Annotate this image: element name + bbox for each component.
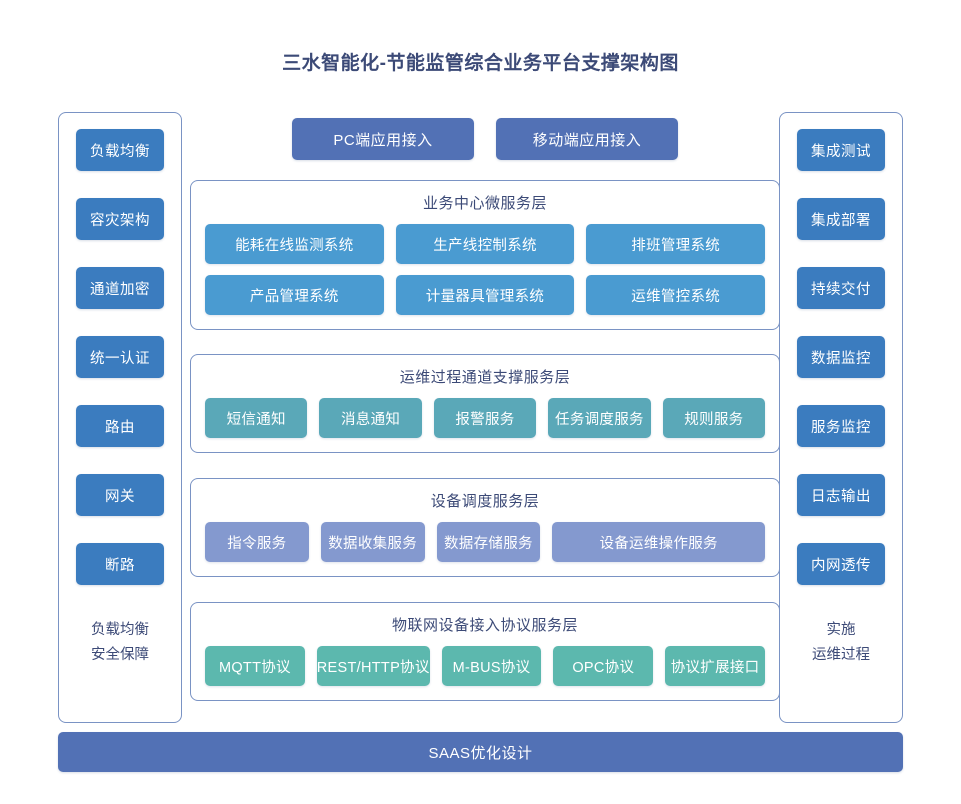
- chip-operations-control-system[interactable]: 运维管控系统: [586, 275, 766, 315]
- business-row-1: 能耗在线监测系统 生产线控制系统 排班管理系统: [205, 224, 766, 264]
- chip-data-storage-service[interactable]: 数据存储服务: [436, 522, 541, 562]
- chip-mqtt-protocol[interactable]: MQTT协议: [205, 646, 305, 686]
- left-item-unified-auth[interactable]: 统一认证: [76, 336, 164, 378]
- layer-business-microservice: 业务中心微服务层 能耗在线监测系统 生产线控制系统 排班管理系统 产品管理系统 …: [190, 180, 780, 330]
- right-item-log-output[interactable]: 日志输出: [797, 474, 885, 516]
- device-row: 指令服务 数据收集服务 数据存储服务 设备运维操作服务: [205, 522, 766, 562]
- chip-mbus-protocol[interactable]: M-BUS协议: [441, 646, 542, 686]
- layer-ops-channel-support: 运维过程通道支撑服务层 短信通知 消息通知 报警服务 任务调度服务 规则服务: [190, 354, 780, 453]
- business-row-2: 产品管理系统 计量器具管理系统 运维管控系统: [205, 275, 766, 315]
- chip-production-line-control-system[interactable]: 生产线控制系统: [395, 224, 575, 264]
- diagram-board: 负载均衡 容灾架构 通道加密 统一认证 路由 网关 断路 负载均衡 安全保障 P…: [58, 112, 903, 723]
- right-item-integration-deploy[interactable]: 集成部署: [797, 198, 885, 240]
- chip-rest-http-protocol[interactable]: REST/HTTP协议: [316, 646, 430, 686]
- right-panel-footer: 实施 运维过程: [812, 618, 870, 668]
- chip-command-service[interactable]: 指令服务: [205, 522, 309, 562]
- right-item-continuous-delivery[interactable]: 持续交付: [797, 267, 885, 309]
- layer-device-title: 设备调度服务层: [430, 493, 540, 510]
- left-item-routing[interactable]: 路由: [76, 405, 164, 447]
- access-button-row: PC端应用接入 移动端应用接入: [190, 118, 780, 160]
- left-support-panel: 负载均衡 容灾架构 通道加密 统一认证 路由 网关 断路 负载均衡 安全保障: [58, 112, 182, 723]
- chip-protocol-extension-interface[interactable]: 协议扩展接口: [665, 646, 765, 686]
- left-item-gateway[interactable]: 网关: [76, 474, 164, 516]
- right-support-panel: 集成测试 集成部署 持续交付 数据监控 服务监控 日志输出 内网透传 实施 运维…: [779, 112, 903, 723]
- layer-iot-protocol-access: 物联网设备接入协议服务层 MQTT协议 REST/HTTP协议 M-BUS协议 …: [190, 602, 780, 701]
- layer-ops-title: 运维过程通道支撑服务层: [399, 369, 571, 386]
- bottom-bar-saas[interactable]: SAAS优化设计: [58, 732, 903, 772]
- chip-alarm-service[interactable]: 报警服务: [433, 398, 537, 438]
- page-title: 三水智能化-节能监管综合业务平台支撑架构图: [282, 53, 679, 74]
- left-footer-line-2: 安全保障: [91, 647, 149, 663]
- left-item-circuit-breaker[interactable]: 断路: [76, 543, 164, 585]
- layer-device-scheduling: 设备调度服务层 指令服务 数据收集服务 数据存储服务 设备运维操作服务: [190, 478, 780, 577]
- protocol-row: MQTT协议 REST/HTTP协议 M-BUS协议 OPC协议 协议扩展接口: [205, 646, 765, 686]
- access-button-pc[interactable]: PC端应用接入: [292, 118, 474, 160]
- chip-rule-service[interactable]: 规则服务: [662, 398, 766, 438]
- right-item-data-monitoring[interactable]: 数据监控: [797, 336, 885, 378]
- layer-protocol-title: 物联网设备接入协议服务层: [391, 617, 578, 634]
- access-button-mobile[interactable]: 移动端应用接入: [496, 118, 678, 160]
- chip-task-scheduling-service[interactable]: 任务调度服务: [548, 398, 651, 438]
- chip-data-collection-service[interactable]: 数据收集服务: [320, 522, 425, 562]
- left-item-disaster-recovery[interactable]: 容灾架构: [76, 198, 164, 240]
- layer-business-title: 业务中心微服务层: [422, 195, 547, 212]
- chip-product-management-system[interactable]: 产品管理系统: [205, 275, 384, 315]
- right-item-integration-test[interactable]: 集成测试: [797, 129, 885, 171]
- chip-opc-protocol[interactable]: OPC协议: [553, 646, 654, 686]
- chip-shift-management-system[interactable]: 排班管理系统: [586, 224, 766, 264]
- center-stack: PC端应用接入 移动端应用接入 业务中心微服务层 能耗在线监测系统 生产线控制系…: [190, 112, 780, 723]
- right-footer-line-1: 实施: [826, 622, 856, 638]
- chip-device-ops-operation-service[interactable]: 设备运维操作服务: [552, 522, 766, 562]
- left-item-load-balance[interactable]: 负载均衡: [76, 129, 164, 171]
- chip-sms-notification[interactable]: 短信通知: [205, 398, 308, 438]
- chip-metering-device-management-system[interactable]: 计量器具管理系统: [395, 275, 575, 315]
- left-panel-footer: 负载均衡 安全保障: [91, 618, 149, 668]
- right-item-intranet-tunneling[interactable]: 内网透传: [797, 543, 885, 585]
- left-footer-line-1: 负载均衡: [91, 622, 149, 638]
- ops-row: 短信通知 消息通知 报警服务 任务调度服务 规则服务: [205, 398, 766, 438]
- chip-energy-monitoring-system[interactable]: 能耗在线监测系统: [205, 224, 384, 264]
- right-footer-line-2: 运维过程: [812, 647, 870, 663]
- left-item-channel-encryption[interactable]: 通道加密: [76, 267, 164, 309]
- right-item-service-monitoring[interactable]: 服务监控: [797, 405, 885, 447]
- chip-message-notification[interactable]: 消息通知: [319, 398, 422, 438]
